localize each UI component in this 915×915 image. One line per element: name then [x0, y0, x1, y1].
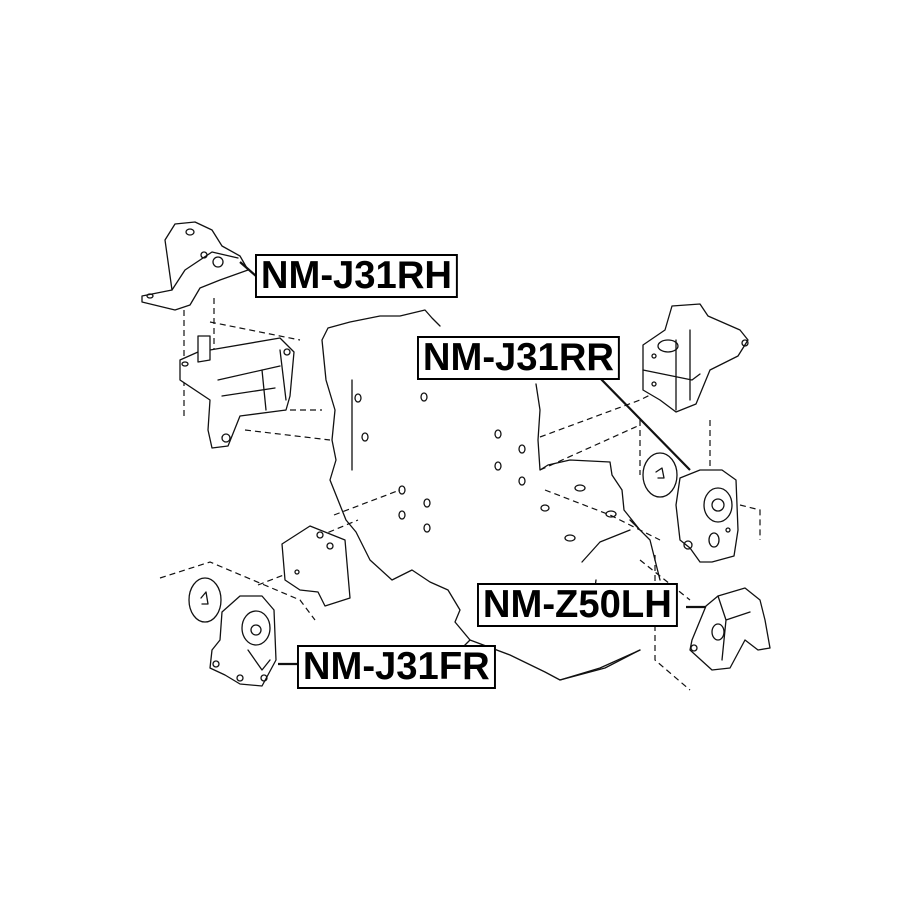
- label-nm-j31fr[interactable]: NM-J31FR: [297, 645, 496, 689]
- label-nm-z50lh[interactable]: NM-Z50LH: [477, 583, 678, 627]
- part-nm-j31rh[interactable]: [141, 221, 295, 449]
- part-nm-z50lh[interactable]: [689, 587, 771, 671]
- leader-nm-j31rh: [239, 261, 257, 277]
- leader-lines: [239, 261, 706, 666]
- leader-nm-j31rr: [597, 375, 691, 471]
- part-nm-j31fr[interactable]: [188, 525, 351, 687]
- label-nm-j31rr[interactable]: NM-J31RR: [417, 336, 620, 380]
- label-nm-j31rh[interactable]: NM-J31RH: [255, 254, 458, 298]
- engine-bolt-holes: [354, 392, 617, 542]
- part-nm-j31rr[interactable]: [642, 303, 749, 563]
